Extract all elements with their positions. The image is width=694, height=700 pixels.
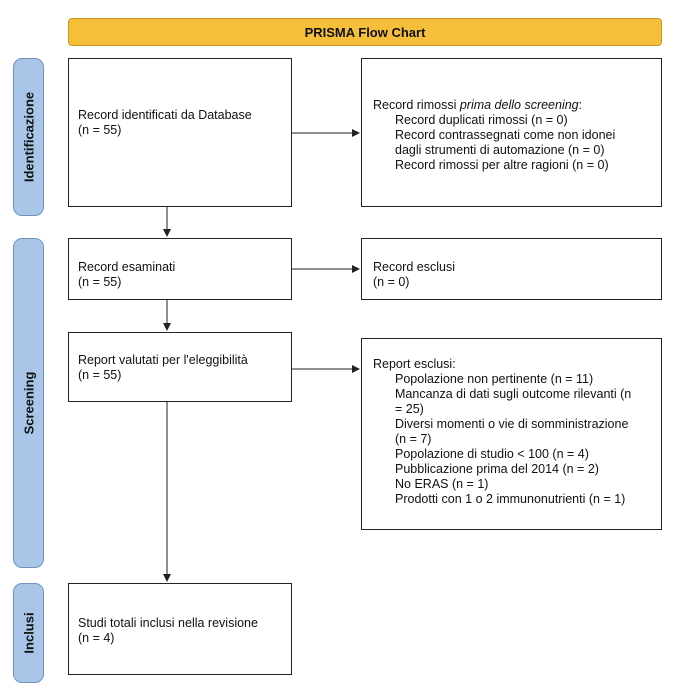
- reports-excluded-item: Popolazione di studio < 100 (n = 4): [395, 447, 589, 461]
- reports-excluded-item: No ERAS (n = 1): [395, 477, 489, 491]
- box-studies-included: Studi totali inclusi nella revisione (n …: [68, 583, 292, 675]
- chart-title: PRISMA Flow Chart: [68, 18, 662, 46]
- reports-excluded-item: Pubblicazione prima del 2014 (n = 2): [395, 462, 599, 476]
- reports-excluded-list: Popolazione non pertinente (n = 11) Manc…: [373, 372, 661, 507]
- reports-excluded-item: Diversi momenti o vie di somministrazion…: [395, 417, 629, 431]
- records-removed-item: Record rimossi per altre ragioni (n = 0): [395, 158, 609, 172]
- records-removed-heading: Record rimossi prima dello screening:: [373, 98, 661, 113]
- records-removed-heading-em: prima dello screening: [459, 98, 579, 112]
- records-removed-item: Record duplicati rimossi (n = 0): [395, 113, 568, 127]
- reports-excluded-item: Prodotti con 1 o 2 immunonutrienti (n = …: [395, 492, 626, 506]
- box-reports-excluded: Report esclusi: Popolazione non pertinen…: [361, 338, 662, 530]
- chart-title-text: PRISMA Flow Chart: [304, 24, 426, 40]
- box-reports-assessed: Report valutati per l'eleggibilità (n = …: [68, 332, 292, 402]
- box-records-excluded: Record esclusi (n = 0): [361, 238, 662, 300]
- box-records-screened: Record esaminati (n = 55): [68, 238, 292, 300]
- records-removed-item: Record contrassegnati come non idonei: [395, 128, 616, 142]
- records-screened-count: (n = 55): [78, 275, 122, 289]
- phase-screening: Screening: [13, 238, 44, 568]
- records-identified-label: Record identificati da Database: [78, 108, 252, 122]
- reports-assessed-label: Report valutati per l'eleggibilità: [78, 353, 248, 367]
- box-records-identified: Record identificati da Database (n = 55): [68, 58, 292, 207]
- records-excluded-count: (n = 0): [373, 275, 410, 289]
- records-removed-heading-post: :: [578, 98, 583, 112]
- reports-excluded-item: Popolazione non pertinente (n = 11): [395, 372, 594, 386]
- reports-excluded-item: Mancanza di dati sugli outcome rilevanti…: [395, 387, 632, 401]
- records-removed-item: dagli strumenti di automazione (n = 0): [395, 143, 605, 157]
- records-removed-list: Record duplicati rimossi (n = 0) Record …: [373, 113, 661, 173]
- reports-assessed-count: (n = 55): [78, 368, 122, 382]
- phase-included: Inclusi: [13, 583, 44, 683]
- reports-excluded-item: = 25): [395, 402, 424, 416]
- records-identified-count: (n = 55): [78, 123, 122, 137]
- reports-excluded-item: (n = 7): [395, 432, 432, 446]
- records-excluded-label: Record esclusi: [373, 260, 455, 274]
- box-records-removed: Record rimossi prima dello screening: Re…: [361, 58, 662, 207]
- reports-excluded-heading: Report esclusi:: [373, 357, 456, 371]
- phase-identification: Identificazione: [13, 58, 44, 216]
- records-removed-heading-pre: Record rimossi: [373, 98, 460, 112]
- records-screened-label: Record esaminati: [78, 260, 176, 274]
- studies-included-count: (n = 4): [78, 631, 115, 645]
- studies-included-label: Studi totali inclusi nella revisione: [78, 616, 258, 630]
